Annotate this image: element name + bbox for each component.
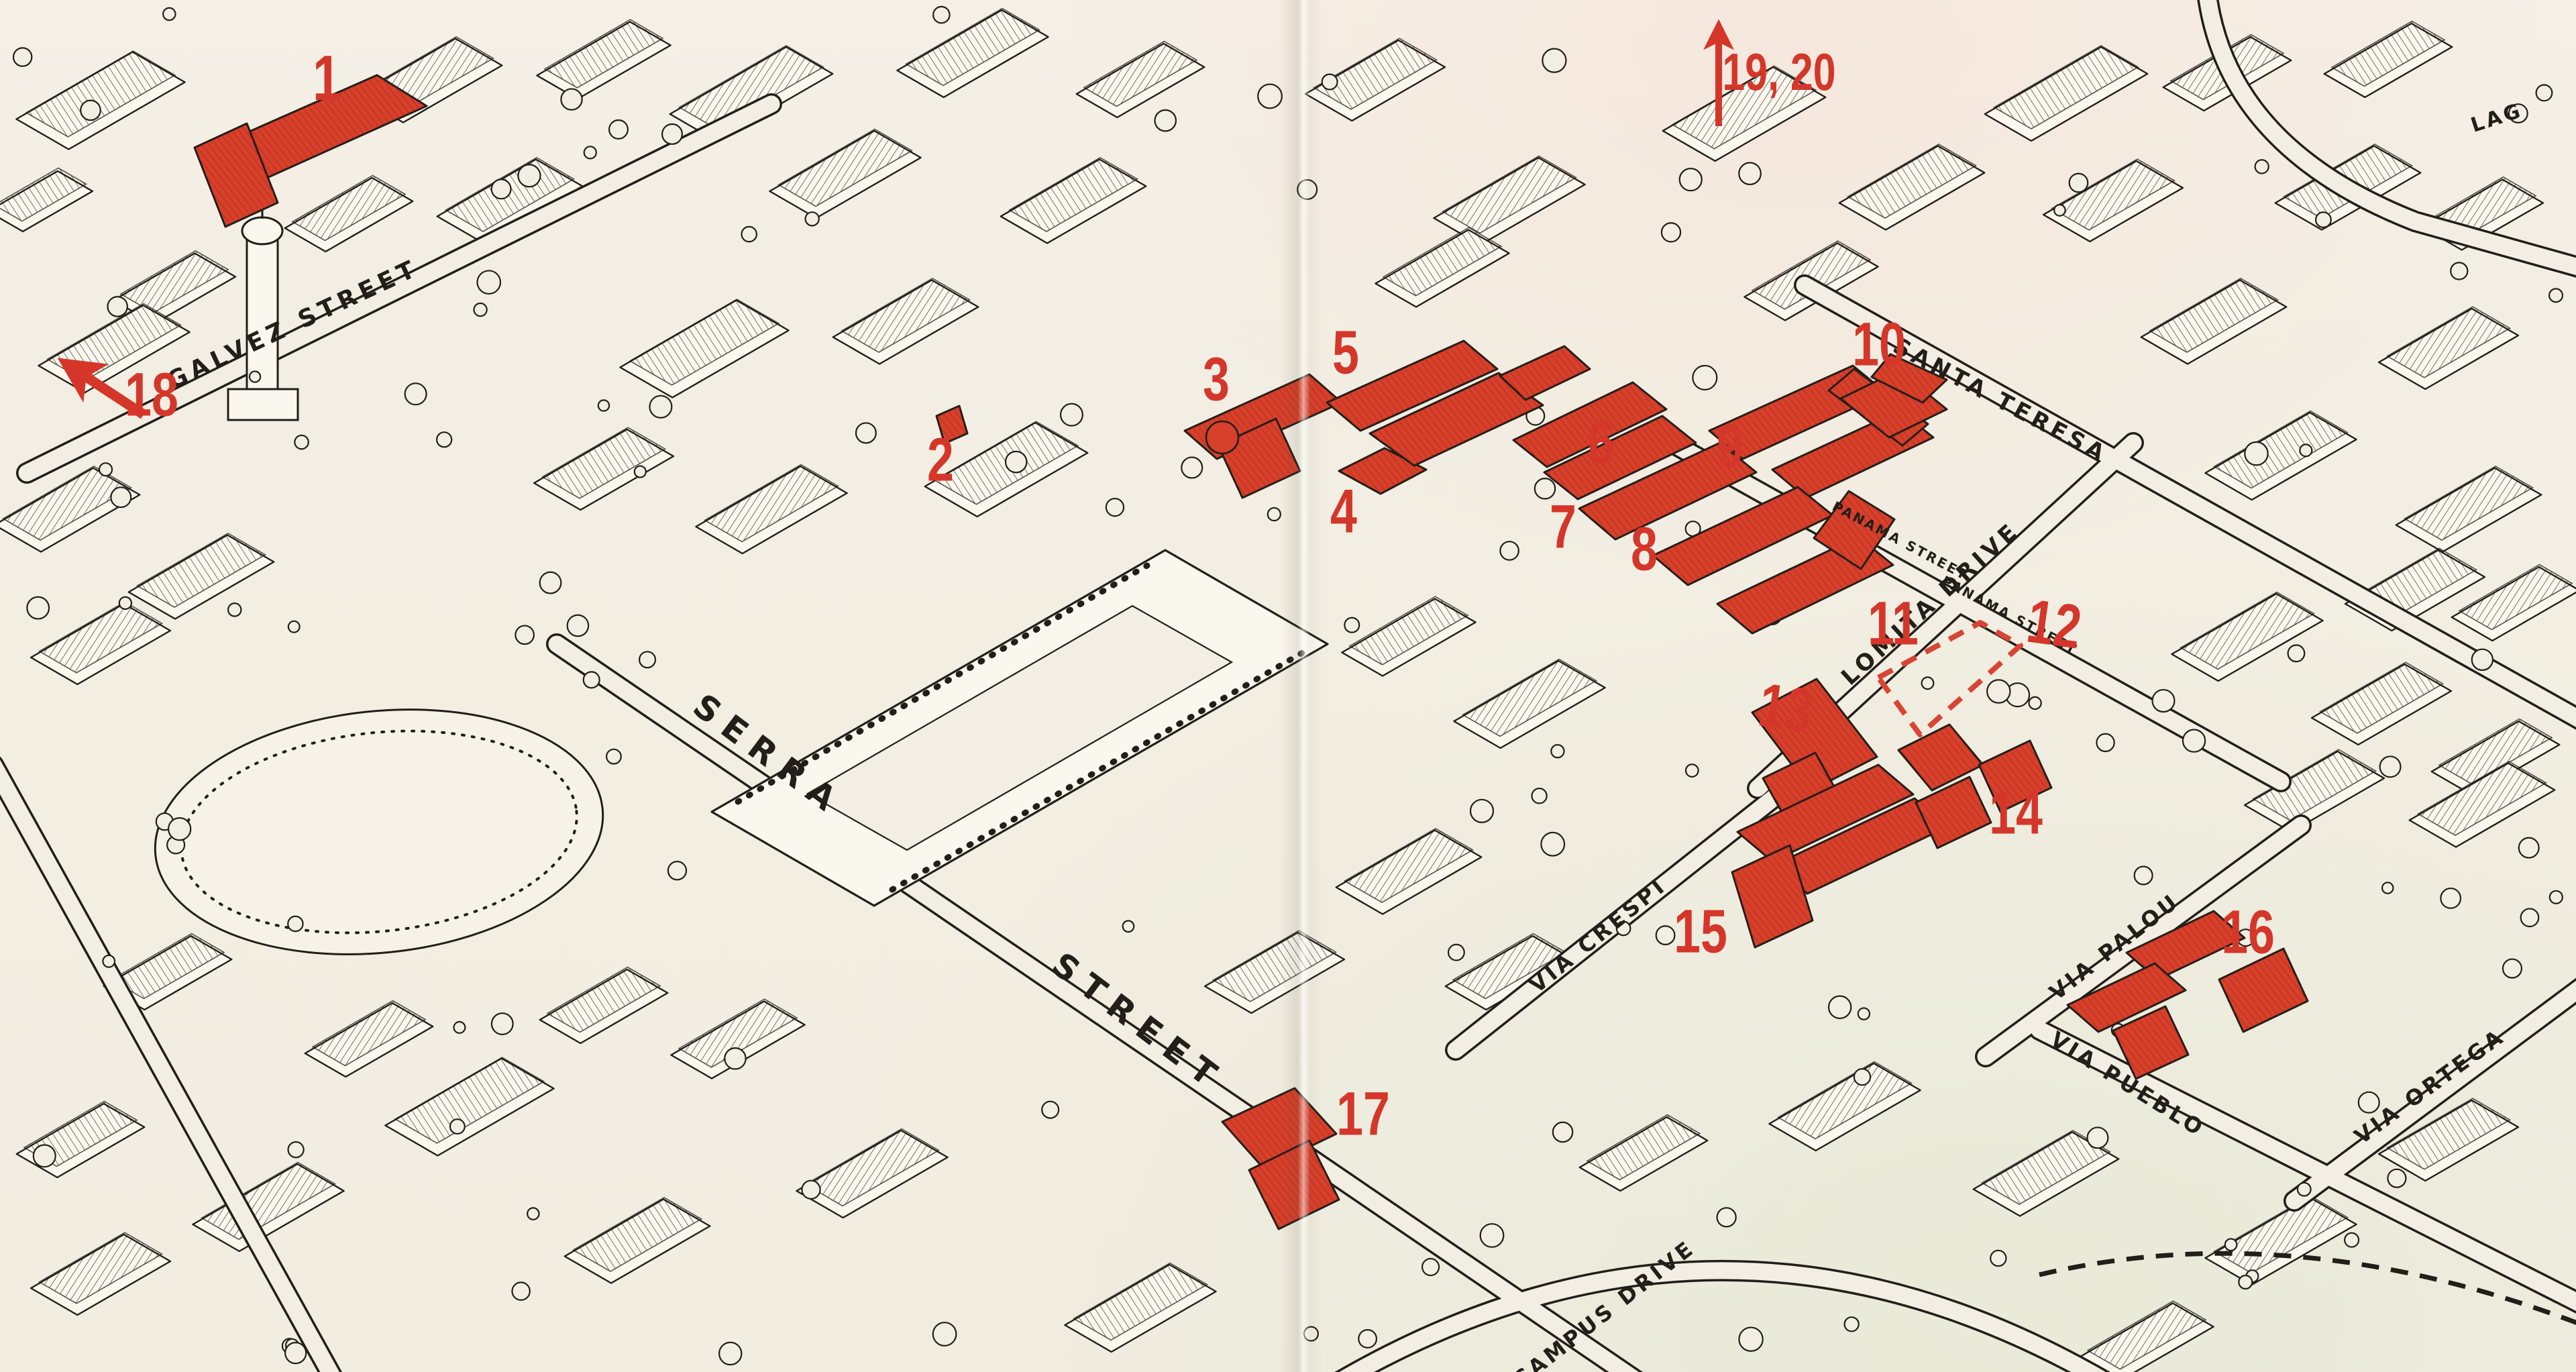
building-marker-15: 15: [1674, 897, 1727, 966]
bldg-3-tower: [1205, 420, 1240, 455]
building-marker-8: 8: [1631, 515, 1658, 584]
street-label-santa-teresa: SANTA TERESA: [1888, 332, 2112, 469]
building-marker-18: 18: [125, 360, 178, 429]
street-label-via-crespi: VIA CRESPI: [1524, 872, 1672, 998]
street-label-serra-street-word: STREET: [1044, 945, 1233, 1100]
street-label-via-pueblo: VIA PUEBLO: [2045, 1026, 2210, 1143]
arrow-18: [57, 358, 147, 419]
building-marker-14: 14: [1989, 778, 2043, 847]
street-label-via-ortega: VIA ORTEGA: [2349, 1022, 2510, 1150]
building-marker-2: 2: [927, 425, 954, 494]
background-buildings: [0, 7, 2576, 1372]
landmark-outlines: [154, 208, 1329, 955]
building-marker-12: 12: [2023, 586, 2086, 662]
site-12-outline: [1876, 620, 2023, 737]
building-marker-5: 5: [1332, 318, 1359, 387]
street-label-lagunita-cut: LAG: [2468, 99, 2526, 138]
direction-arrows: [57, 19, 1734, 419]
building-marker-10: 10: [1852, 310, 1906, 379]
dashed-site-outline: [1876, 620, 2023, 737]
building-marker-9: 9: [1717, 412, 1743, 481]
building-marker-1: 1: [313, 42, 341, 114]
street-label-campus-drive: CAMPUS DRIVE: [1507, 1234, 1701, 1372]
street-label-galvez-street: GALVEZ STREET: [162, 254, 424, 396]
building-marker-19-20: 19, 20: [1722, 42, 1836, 101]
street-label-serra: SERRA: [686, 686, 852, 825]
trees: [12, 5, 2564, 1366]
building-marker-7: 7: [1550, 492, 1576, 562]
building-marker-11: 11: [1868, 589, 1919, 658]
building-marker-17: 17: [1336, 1079, 1390, 1149]
street-label-via-palou: VIA PALOU: [2044, 888, 2185, 1006]
building-marker-6: 6: [1588, 408, 1615, 477]
building-marker-16: 16: [2221, 898, 2275, 967]
building-marker-4: 4: [1330, 477, 1357, 546]
building-marker-13: 13: [1754, 670, 1817, 746]
building-marker-3: 3: [1203, 345, 1230, 414]
